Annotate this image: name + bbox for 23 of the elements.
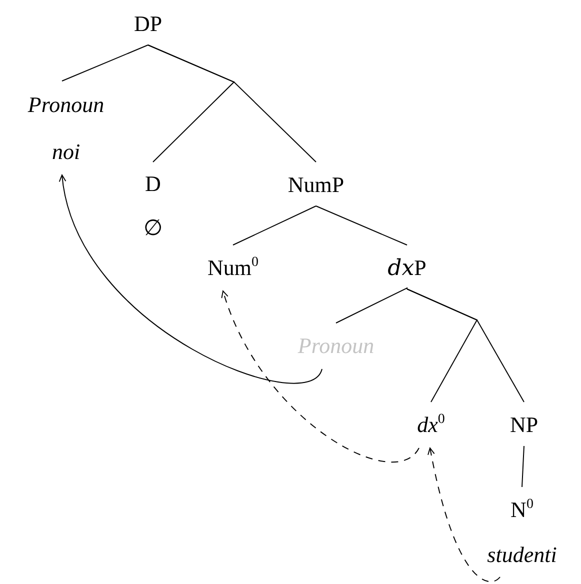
tree-branch xyxy=(62,44,148,82)
tree-branch xyxy=(316,206,408,246)
movement-arrow xyxy=(222,290,420,462)
word-label: noi xyxy=(50,138,82,166)
head-label: D xyxy=(144,170,162,198)
phrase-label: NumP xyxy=(286,171,346,199)
phrase-label: DP xyxy=(132,10,164,38)
trace-label: Pronoun xyxy=(296,332,376,360)
movement-arrow xyxy=(428,448,500,582)
head-label: N$^{0}$ xyxy=(510,496,534,524)
movement-arrow xyxy=(60,174,322,384)
pronoun-label: Pronoun xyxy=(26,91,106,119)
phrase-label: NP xyxy=(508,411,540,439)
head-label: dx$^{0}$ xyxy=(416,411,446,439)
phrase-label: 𝑑𝑥P xyxy=(386,254,428,282)
head-label: Num$^{0}$ xyxy=(206,254,260,282)
tree-branch xyxy=(522,446,524,488)
word-label: studenti xyxy=(486,541,558,569)
tree-branch xyxy=(148,44,316,162)
word-label: ∅ xyxy=(142,214,164,242)
tree-branch xyxy=(406,288,524,402)
tree-branch xyxy=(336,287,408,324)
tree-branch xyxy=(232,206,316,246)
